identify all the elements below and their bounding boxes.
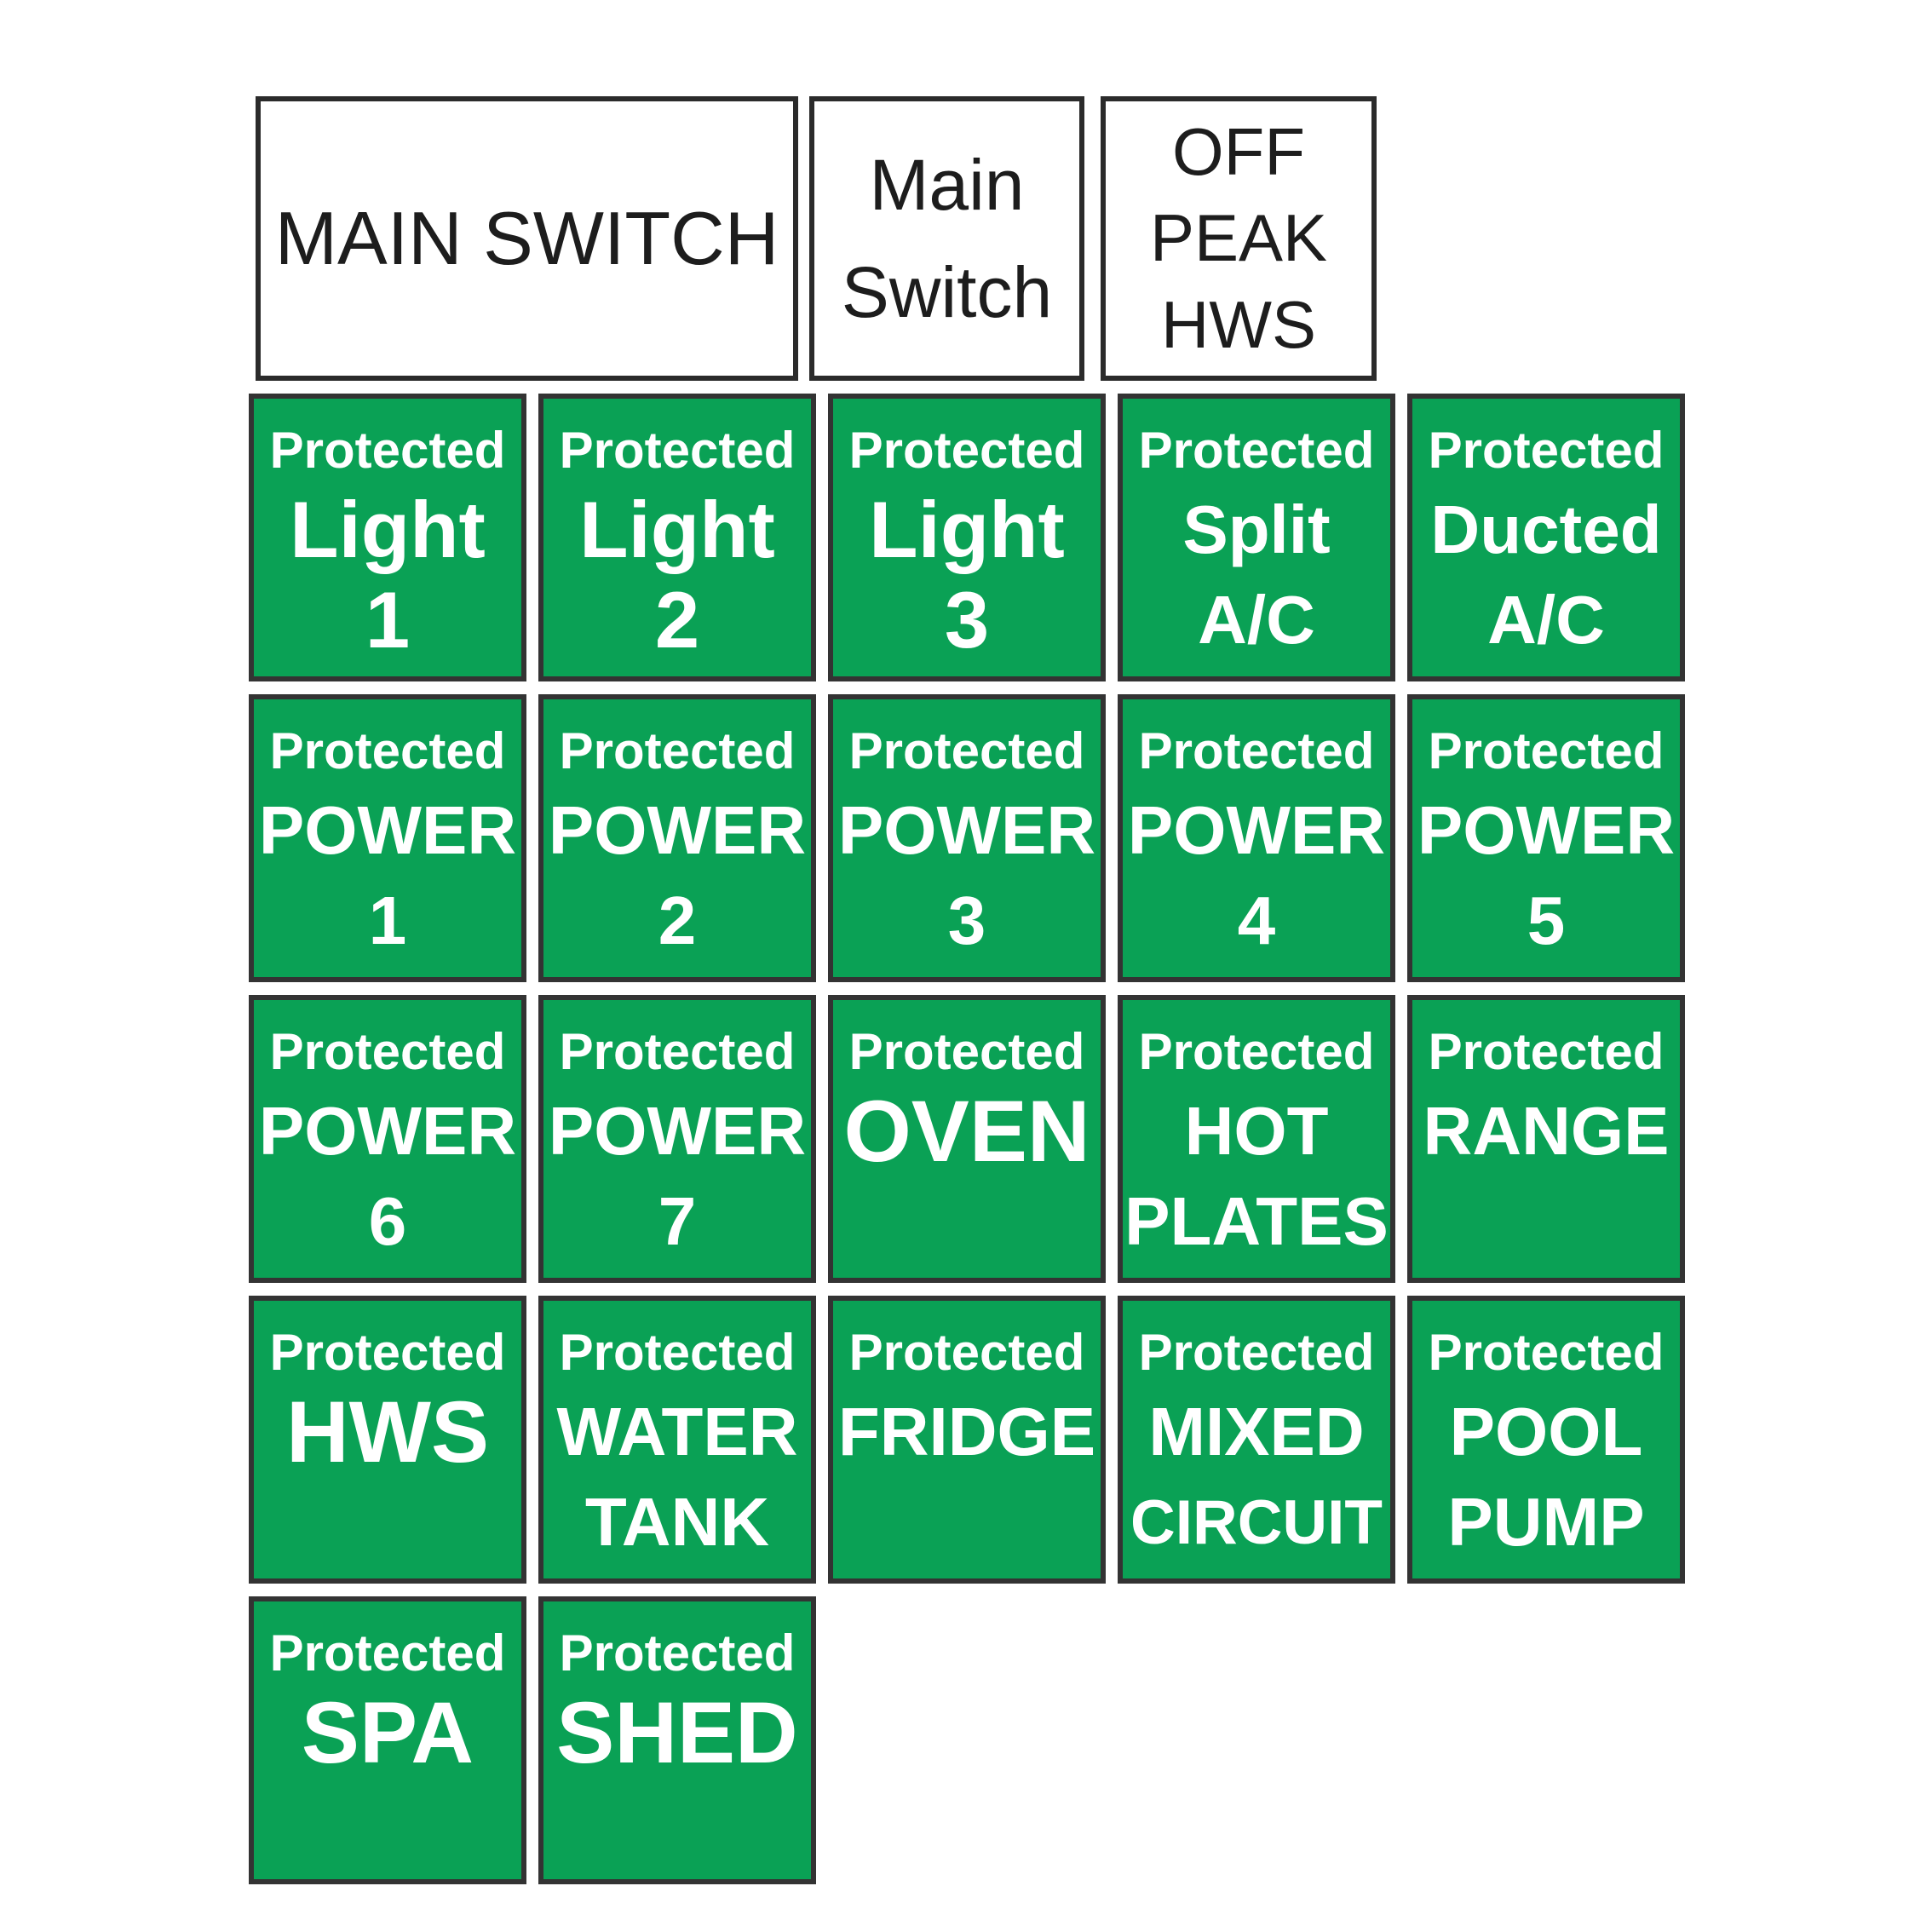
- label-cell-mixed-circuit: Protected MIXED CIRCUIT: [1118, 1296, 1395, 1584]
- label-sub-text: TANK: [584, 1484, 770, 1560]
- off-peak-hws-line1: OFF: [1172, 113, 1305, 189]
- label-main-text: POOL: [1449, 1394, 1643, 1469]
- label-cell-light-1: Protected Light 1: [249, 394, 526, 681]
- label-main-text: FRIDGE: [837, 1394, 1096, 1469]
- label-sub-text: 2: [658, 883, 697, 958]
- off-peak-hws-line3: HWS: [1161, 286, 1316, 362]
- label-cell-light-3: Protected Light 3: [828, 394, 1106, 681]
- protected-text: Protected: [848, 422, 1085, 479]
- label-main-text: POWER: [548, 1093, 807, 1169]
- label-sub-text: 5: [1527, 883, 1566, 958]
- label-sub-text: [254, 1779, 521, 1867]
- protected-text: Protected: [1428, 722, 1665, 779]
- label-cell-ducted-ac: Protected Ducted A/C: [1407, 394, 1685, 681]
- label-cell-power-2: Protected POWER 2: [538, 694, 816, 982]
- label-cell-spa: Protected SPA: [249, 1596, 526, 1884]
- label-main-text: POWER: [837, 792, 1096, 868]
- protected-text: Protected: [559, 1324, 796, 1381]
- label-sub-text: 3: [947, 883, 986, 958]
- label-cell-hot-plates: Protected HOT PLATES: [1118, 995, 1395, 1283]
- label-main-text: WATER: [556, 1394, 798, 1469]
- label-sub-text: 6: [368, 1183, 407, 1259]
- label-main-text: POWER: [1417, 792, 1676, 868]
- label-sub-text: A/C: [1198, 582, 1315, 658]
- label-cell-shed: Protected SHED: [538, 1596, 816, 1884]
- label-main-text: POWER: [258, 1093, 517, 1169]
- label-cell-power-1: Protected POWER 1: [249, 694, 526, 982]
- protected-text: Protected: [1428, 422, 1665, 479]
- label-sub-text: 1: [368, 883, 407, 958]
- label-cell-power-6: Protected POWER 6: [249, 995, 526, 1283]
- label-sub-text: [1412, 1177, 1680, 1266]
- protected-text: Protected: [1138, 1023, 1375, 1080]
- label-cell-oven: Protected OVEN: [828, 995, 1106, 1283]
- label-sub-text: A/C: [1487, 582, 1605, 658]
- label-main-text: Light: [869, 485, 1065, 574]
- label-cell-hws: Protected HWS: [249, 1296, 526, 1584]
- label-cell-power-7: Protected POWER 7: [538, 995, 816, 1283]
- label-main-text: Split: [1182, 492, 1331, 567]
- label-sub-text: 3: [944, 575, 990, 664]
- label-sub-text: [254, 1478, 521, 1567]
- label-sub-text: [543, 1779, 811, 1867]
- protected-text: Protected: [269, 1023, 506, 1080]
- label-sub-text: 4: [1237, 883, 1276, 958]
- label-main-text: POWER: [258, 792, 517, 868]
- label-cell-power-5: Protected POWER 5: [1407, 694, 1685, 982]
- label-sub-text: PUMP: [1447, 1484, 1645, 1560]
- protected-text: Protected: [1428, 1324, 1665, 1381]
- label-main-text: POWER: [1127, 792, 1386, 868]
- label-main-text: Light: [579, 485, 775, 574]
- label-main-text: RANGE: [1423, 1093, 1670, 1169]
- label-cell-light-2: Protected Light 2: [538, 394, 816, 681]
- label-main-text: Ducted: [1430, 492, 1662, 567]
- protected-text: Protected: [269, 422, 506, 479]
- protected-text: Protected: [559, 1023, 796, 1080]
- main-switch-small-box: Main Switch: [809, 96, 1084, 381]
- label-grid: Protected Light 1 Protected Light 2 Prot…: [249, 394, 1685, 1884]
- main-switch-small-line1: Main: [869, 145, 1025, 225]
- label-sub-text: PLATES: [1124, 1183, 1389, 1259]
- label-cell-water-tank: Protected WATER TANK: [538, 1296, 816, 1584]
- off-peak-hws-box: OFF PEAK HWS: [1101, 96, 1377, 381]
- label-sub-text: CIRCUIT: [1130, 1487, 1383, 1557]
- protected-text: Protected: [848, 1023, 1085, 1080]
- protected-text: Protected: [848, 722, 1085, 779]
- protected-text: Protected: [1138, 422, 1375, 479]
- protected-text: Protected: [848, 1324, 1085, 1381]
- protected-text: Protected: [269, 1624, 506, 1682]
- main-switch-text: MAIN SWITCH: [274, 195, 779, 280]
- protected-text: Protected: [269, 1324, 506, 1381]
- main-switch-box: MAIN SWITCH: [256, 96, 798, 381]
- label-main-text: MIXED: [1148, 1394, 1365, 1469]
- protected-text: Protected: [559, 422, 796, 479]
- label-main-text: SPA: [301, 1683, 474, 1781]
- label-cell-power-4: Protected POWER 4: [1118, 694, 1395, 982]
- label-sub-text: 7: [658, 1183, 697, 1259]
- label-main-text: POWER: [548, 792, 807, 868]
- label-main-text: SHED: [556, 1683, 798, 1781]
- protected-text: Protected: [269, 722, 506, 779]
- off-peak-hws-line2: PEAK: [1149, 200, 1328, 276]
- label-cell-split-ac: Protected Split A/C: [1118, 394, 1395, 681]
- label-cell-fridge: Protected FRIDGE: [828, 1296, 1106, 1584]
- label-cell-range: Protected RANGE: [1407, 995, 1685, 1283]
- label-main-text: OVEN: [843, 1082, 1090, 1180]
- main-switch-small-line2: Switch: [841, 252, 1053, 332]
- protected-text: Protected: [559, 722, 796, 779]
- label-sub-text: [833, 1478, 1101, 1567]
- protected-text: Protected: [1428, 1023, 1665, 1080]
- label-sub-text: 2: [654, 575, 700, 664]
- label-sub-text: [833, 1177, 1101, 1266]
- protected-text: Protected: [1138, 722, 1375, 779]
- label-cell-power-3: Protected POWER 3: [828, 694, 1106, 982]
- label-main-text: Light: [290, 485, 486, 574]
- label-main-text: HWS: [286, 1383, 489, 1481]
- label-cell-pool-pump: Protected POOL PUMP: [1407, 1296, 1685, 1584]
- protected-text: Protected: [559, 1624, 796, 1682]
- protected-text: Protected: [1138, 1324, 1375, 1381]
- label-main-text: HOT: [1184, 1093, 1329, 1169]
- label-sub-text: 1: [365, 575, 411, 664]
